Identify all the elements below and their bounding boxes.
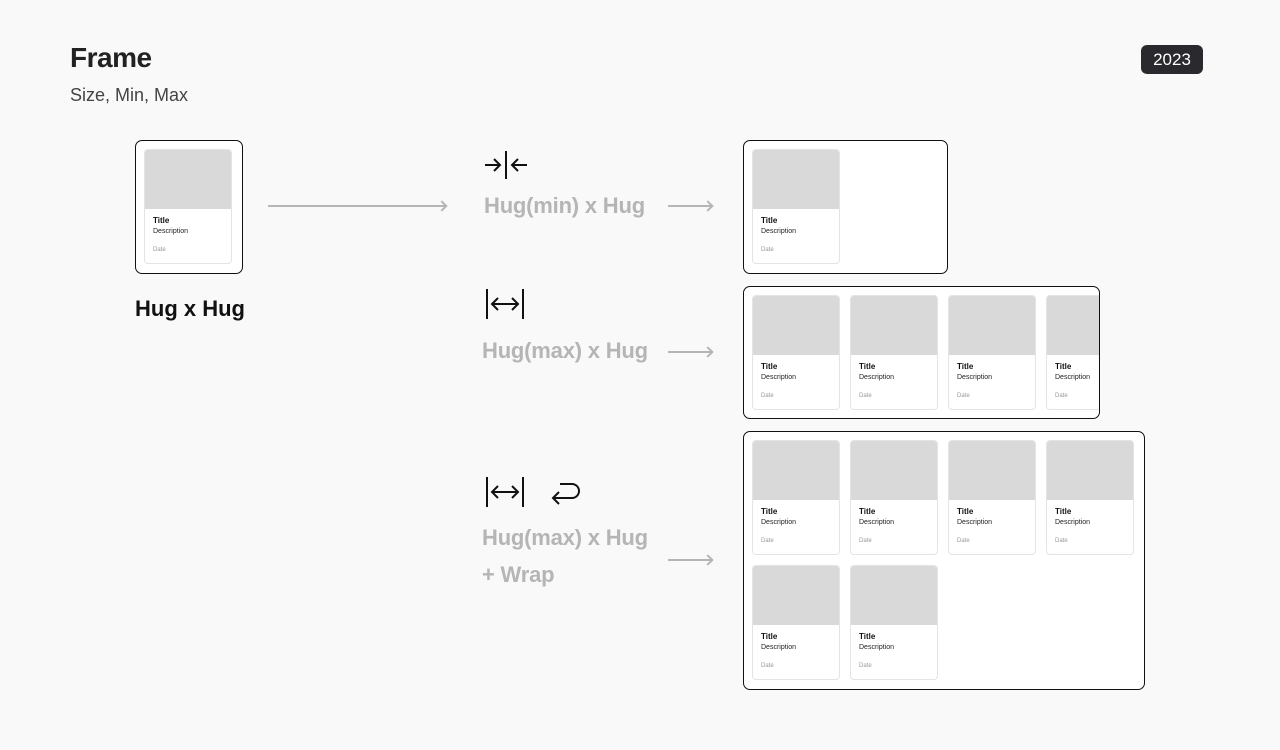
card-title: Title [859, 507, 876, 516]
card-date: Date [761, 393, 774, 399]
card-date: Date [859, 393, 872, 399]
card: Title Description Date [144, 149, 232, 264]
card-date: Date [761, 538, 774, 544]
frame-hug-max-wrap: Title Description Date Title Description… [743, 431, 1145, 690]
mode-label-wrap: + Wrap [482, 562, 555, 587]
frame-hug-min: Title Description Date [743, 140, 948, 274]
card-title: Title [957, 362, 974, 371]
card-title: Title [859, 632, 876, 641]
card-date: Date [153, 247, 166, 253]
frame-hug-hug: Title Description Date [135, 140, 243, 274]
card-date: Date [957, 393, 970, 399]
card-description: Description [859, 644, 895, 651]
card-thumbnail [753, 566, 839, 625]
card-description: Description [957, 519, 993, 526]
mode-label-hug-max: Hug(max) x Hug [482, 338, 648, 363]
arrow-head-icon [702, 346, 714, 358]
card-thumbnail [851, 296, 937, 355]
card: Title Description Date [752, 440, 840, 555]
card-thumbnail [753, 150, 839, 209]
card: Title Description Date [752, 565, 840, 680]
card-description: Description [1055, 374, 1091, 381]
card-description: Description [761, 374, 797, 381]
card-title: Title [761, 362, 778, 371]
card-thumbnail [753, 296, 839, 355]
card-description: Description [761, 519, 797, 526]
card: Title Description Date [850, 295, 938, 410]
card-thumbnail [851, 566, 937, 625]
card: Title Description Date [752, 149, 840, 264]
arrow-head-icon [702, 200, 714, 212]
card: Title Description Date [850, 440, 938, 555]
card-description: Description [859, 519, 895, 526]
arrow-right-icon [668, 351, 712, 353]
card-description: Description [1055, 519, 1091, 526]
card-title: Title [761, 632, 778, 641]
card-date: Date [859, 538, 872, 544]
card-title: Title [859, 362, 876, 371]
arrow-head-icon [702, 554, 714, 566]
arrow-right-icon [668, 559, 712, 561]
card-thumbnail [949, 296, 1035, 355]
mode-label-hug-max-wrap: Hug(max) x Hug [482, 525, 648, 550]
card-description: Description [153, 228, 189, 235]
page-title: Frame [70, 42, 152, 73]
frame-hug-max: Title Description Date Title Description… [743, 286, 1100, 419]
shrink-horizontal-icon [485, 151, 527, 179]
card: Title Description Date [948, 440, 1036, 555]
card: Title Description Date [1046, 440, 1134, 555]
arrow-right-icon [668, 205, 712, 207]
card-date: Date [1055, 393, 1068, 399]
card-date: Date [859, 663, 872, 669]
card-thumbnail [1047, 441, 1133, 500]
card-description: Description [859, 374, 895, 381]
mode-label-hug-min: Hug(min) x Hug [484, 193, 645, 218]
expand-horizontal-icon [486, 477, 524, 507]
card-thumbnail [851, 441, 937, 500]
page-subtitle: Size, Min, Max [70, 85, 189, 105]
card: Title Description Date [752, 295, 840, 410]
wrap-return-icon [551, 483, 580, 505]
arrow-right-icon [268, 205, 445, 207]
year-badge: 2023 [1141, 45, 1203, 74]
card-title: Title [1055, 507, 1072, 516]
card-thumbnail [145, 150, 231, 209]
card-description: Description [761, 228, 797, 235]
card-title: Title [153, 216, 170, 225]
arrow-head-icon [436, 200, 448, 212]
card-date: Date [761, 247, 774, 253]
expand-horizontal-icon [486, 289, 524, 319]
card-date: Date [761, 663, 774, 669]
card-title: Title [1055, 362, 1072, 371]
card-description: Description [957, 374, 993, 381]
card-title: Title [761, 216, 778, 225]
card-title: Title [957, 507, 974, 516]
card-thumbnail [949, 441, 1035, 500]
card-thumbnail [753, 441, 839, 500]
card-description: Description [761, 644, 797, 651]
card-clipped: Title Description Date [1046, 295, 1099, 410]
card-date: Date [1055, 538, 1068, 544]
card: Title Description Date [948, 295, 1036, 410]
card-date: Date [957, 538, 970, 544]
card: Title Description Date [850, 565, 938, 680]
hug-hug-label: Hug x Hug [135, 296, 245, 321]
card-title: Title [761, 507, 778, 516]
card-thumbnail [1047, 296, 1099, 355]
